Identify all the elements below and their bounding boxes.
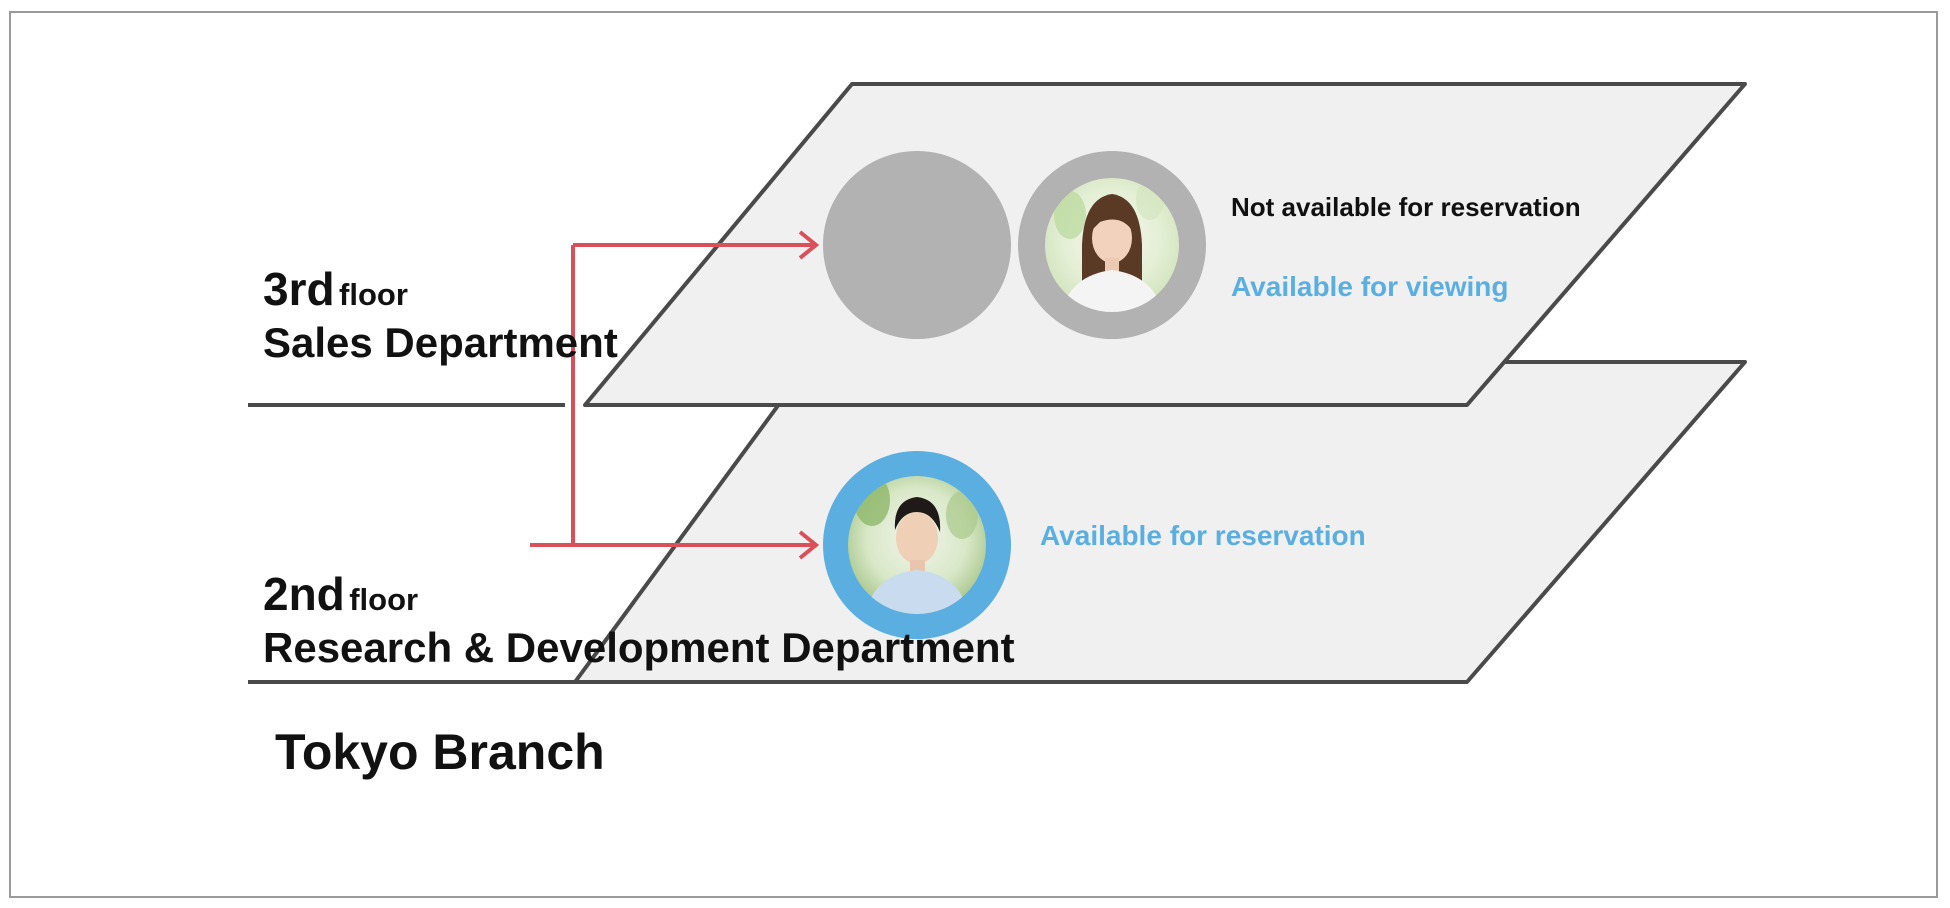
floor-connector bbox=[530, 243, 814, 547]
floor-2nd-label: 2nd floor bbox=[263, 567, 418, 621]
arrowhead-3rd-icon bbox=[798, 230, 820, 260]
arrowhead-2nd-icon bbox=[798, 530, 820, 560]
floor-3rd-word: floor bbox=[339, 277, 408, 312]
branch-name: Tokyo Branch bbox=[275, 724, 605, 780]
floor-3rd-department: Sales Department bbox=[263, 319, 618, 366]
status-not-reservable: Not available for reservation bbox=[1231, 192, 1581, 222]
floor-2nd-number: 2nd bbox=[263, 568, 345, 620]
status-viewing: Available for viewing bbox=[1231, 271, 1509, 302]
man-avatar-icon bbox=[823, 451, 1011, 639]
woman-avatar-icon bbox=[1018, 151, 1206, 339]
floor-3rd-label: 3rd floor bbox=[263, 262, 408, 316]
floor-2nd-word: floor bbox=[349, 582, 419, 617]
floor-2nd-department: Research & Development Department bbox=[263, 624, 1015, 671]
status-reservable: Available for reservation bbox=[1040, 520, 1366, 551]
gray-circle-avatar-icon bbox=[823, 151, 1011, 339]
floor-3rd-number: 3rd bbox=[263, 263, 335, 315]
diagram-frame bbox=[9, 11, 1938, 898]
